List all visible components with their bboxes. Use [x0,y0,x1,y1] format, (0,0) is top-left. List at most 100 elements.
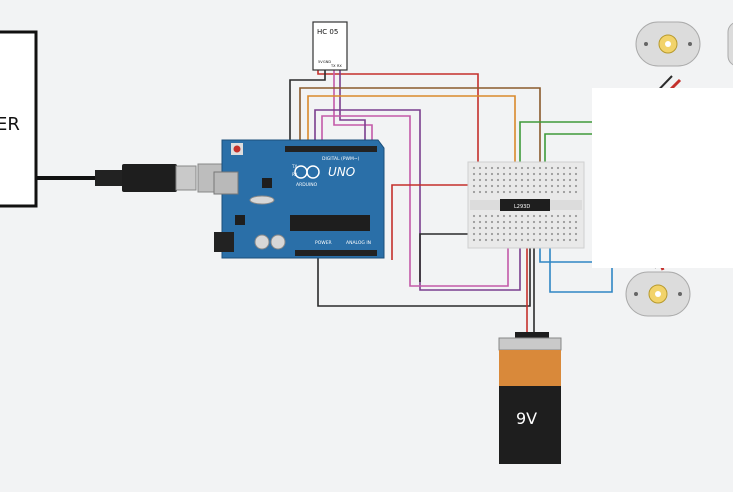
breadboard-hole [544,172,548,176]
breadboard-hole [508,166,512,170]
wire-green-2 [544,133,604,175]
breadboard-hole [502,190,506,194]
computer-label: ER [0,114,20,135]
breadboard-hole [484,184,488,188]
breadboard-hole [556,184,560,188]
breadboard-hole [496,226,500,230]
breadboard-hole [538,190,542,194]
breadboard-hole [562,226,566,230]
breadboard-hole [508,220,512,224]
breadboard-hole [550,172,554,176]
breadboard-hole [544,214,548,218]
breadboard-hole [538,220,542,224]
breadboard-hole [496,238,500,242]
breadboard-hole [508,214,512,218]
breadboard-hole [538,172,542,176]
breadboard-hole [490,226,494,230]
breadboard-hole [574,220,578,224]
breadboard-hole [568,226,572,230]
breadboard-hole [544,190,548,194]
breadboard-hole [568,178,572,182]
breadboard-hole [532,238,536,242]
breadboard-hole [514,184,518,188]
breadboard-hole [526,220,530,224]
breadboard-hole [490,172,494,176]
breadboard-hole [508,178,512,182]
battery-label: 9V [516,409,537,428]
arduino-rx-label: RX [292,172,298,177]
motor-top [635,21,701,67]
breadboard-hole [562,232,566,236]
breadboard-hole [520,178,524,182]
breadboard-hole [526,238,530,242]
breadboard-hole [508,238,512,242]
wire-purple-top [314,109,521,291]
breadboard-hole [472,166,476,170]
computer-box: ER [0,30,38,208]
arduino-analog-label: ANALOG IN [346,240,371,246]
breadboard-hole [544,232,548,236]
breadboard-hole [538,238,542,242]
breadboard-hole [502,238,506,242]
arduino-brand-label: ARDUINO [296,182,318,188]
breadboard-hole [526,172,530,176]
bluetooth-module: HC 05 5V GND TX RX [312,21,348,71]
breadboard-hole [556,214,560,218]
breadboard-hole [538,214,542,218]
breadboard-hole [574,226,578,230]
breadboard-hole [514,178,518,182]
breadboard-hole [502,226,506,230]
breadboard-hole [568,172,572,176]
breadboard-hole [472,232,476,236]
breadboard-hole [562,238,566,242]
breadboard-hole [490,190,494,194]
breadboard-hole [484,178,488,182]
breadboard-hole [550,190,554,194]
motor-driver-label: L293D [514,204,530,210]
breadboard-hole [556,226,560,230]
breadboard-hole [556,238,560,242]
breadboard-hole [484,226,488,230]
breadboard-hole [478,226,482,230]
breadboard-hole [574,232,578,236]
breadboard-hole [502,178,506,182]
breadboard-hole [562,214,566,218]
breadboard-hole [496,178,500,182]
breadboard-hole [502,172,506,176]
breadboard-hole [496,190,500,194]
arduino-logo [294,165,320,179]
breadboard-hole [502,166,506,170]
breadboard-hole [520,238,524,242]
breadboard-hole [526,226,530,230]
breadboard-hole [532,166,536,170]
breadboard-hole [490,166,494,170]
breadboard-hole [472,238,476,242]
breadboard-hole [538,166,542,170]
arduino-power-label: POWER [315,240,332,246]
breadboard-hole [544,184,548,188]
breadboard-hole [490,220,494,224]
breadboard-hole [514,214,518,218]
breadboard-hole [478,184,482,188]
breadboard-hole [562,166,566,170]
breadboard-hole [472,214,476,218]
breadboard-hole [502,232,506,236]
breadboard-hole [532,172,536,176]
breadboard-hole [562,178,566,182]
arduino-digital-label: DIGITAL (PWM~) [322,156,360,162]
breadboard-hole [532,184,536,188]
breadboard-hole [472,226,476,230]
breadboard-hole [568,166,572,170]
breadboard-hole [526,184,530,188]
breadboard-hole [562,220,566,224]
breadboard-hole [526,214,530,218]
breadboard-hole [490,178,494,182]
breadboard-hole [514,190,518,194]
breadboard-hole [514,226,518,230]
arduino-board: UNO ARDUINO DIGITAL (PWM~) POWER ANALOG … [213,139,385,259]
breadboard-hole [484,190,488,194]
breadboard-hole [526,178,530,182]
breadboard-hole [532,220,536,224]
breadboard-hole [520,232,524,236]
breadboard-hole [574,172,578,176]
